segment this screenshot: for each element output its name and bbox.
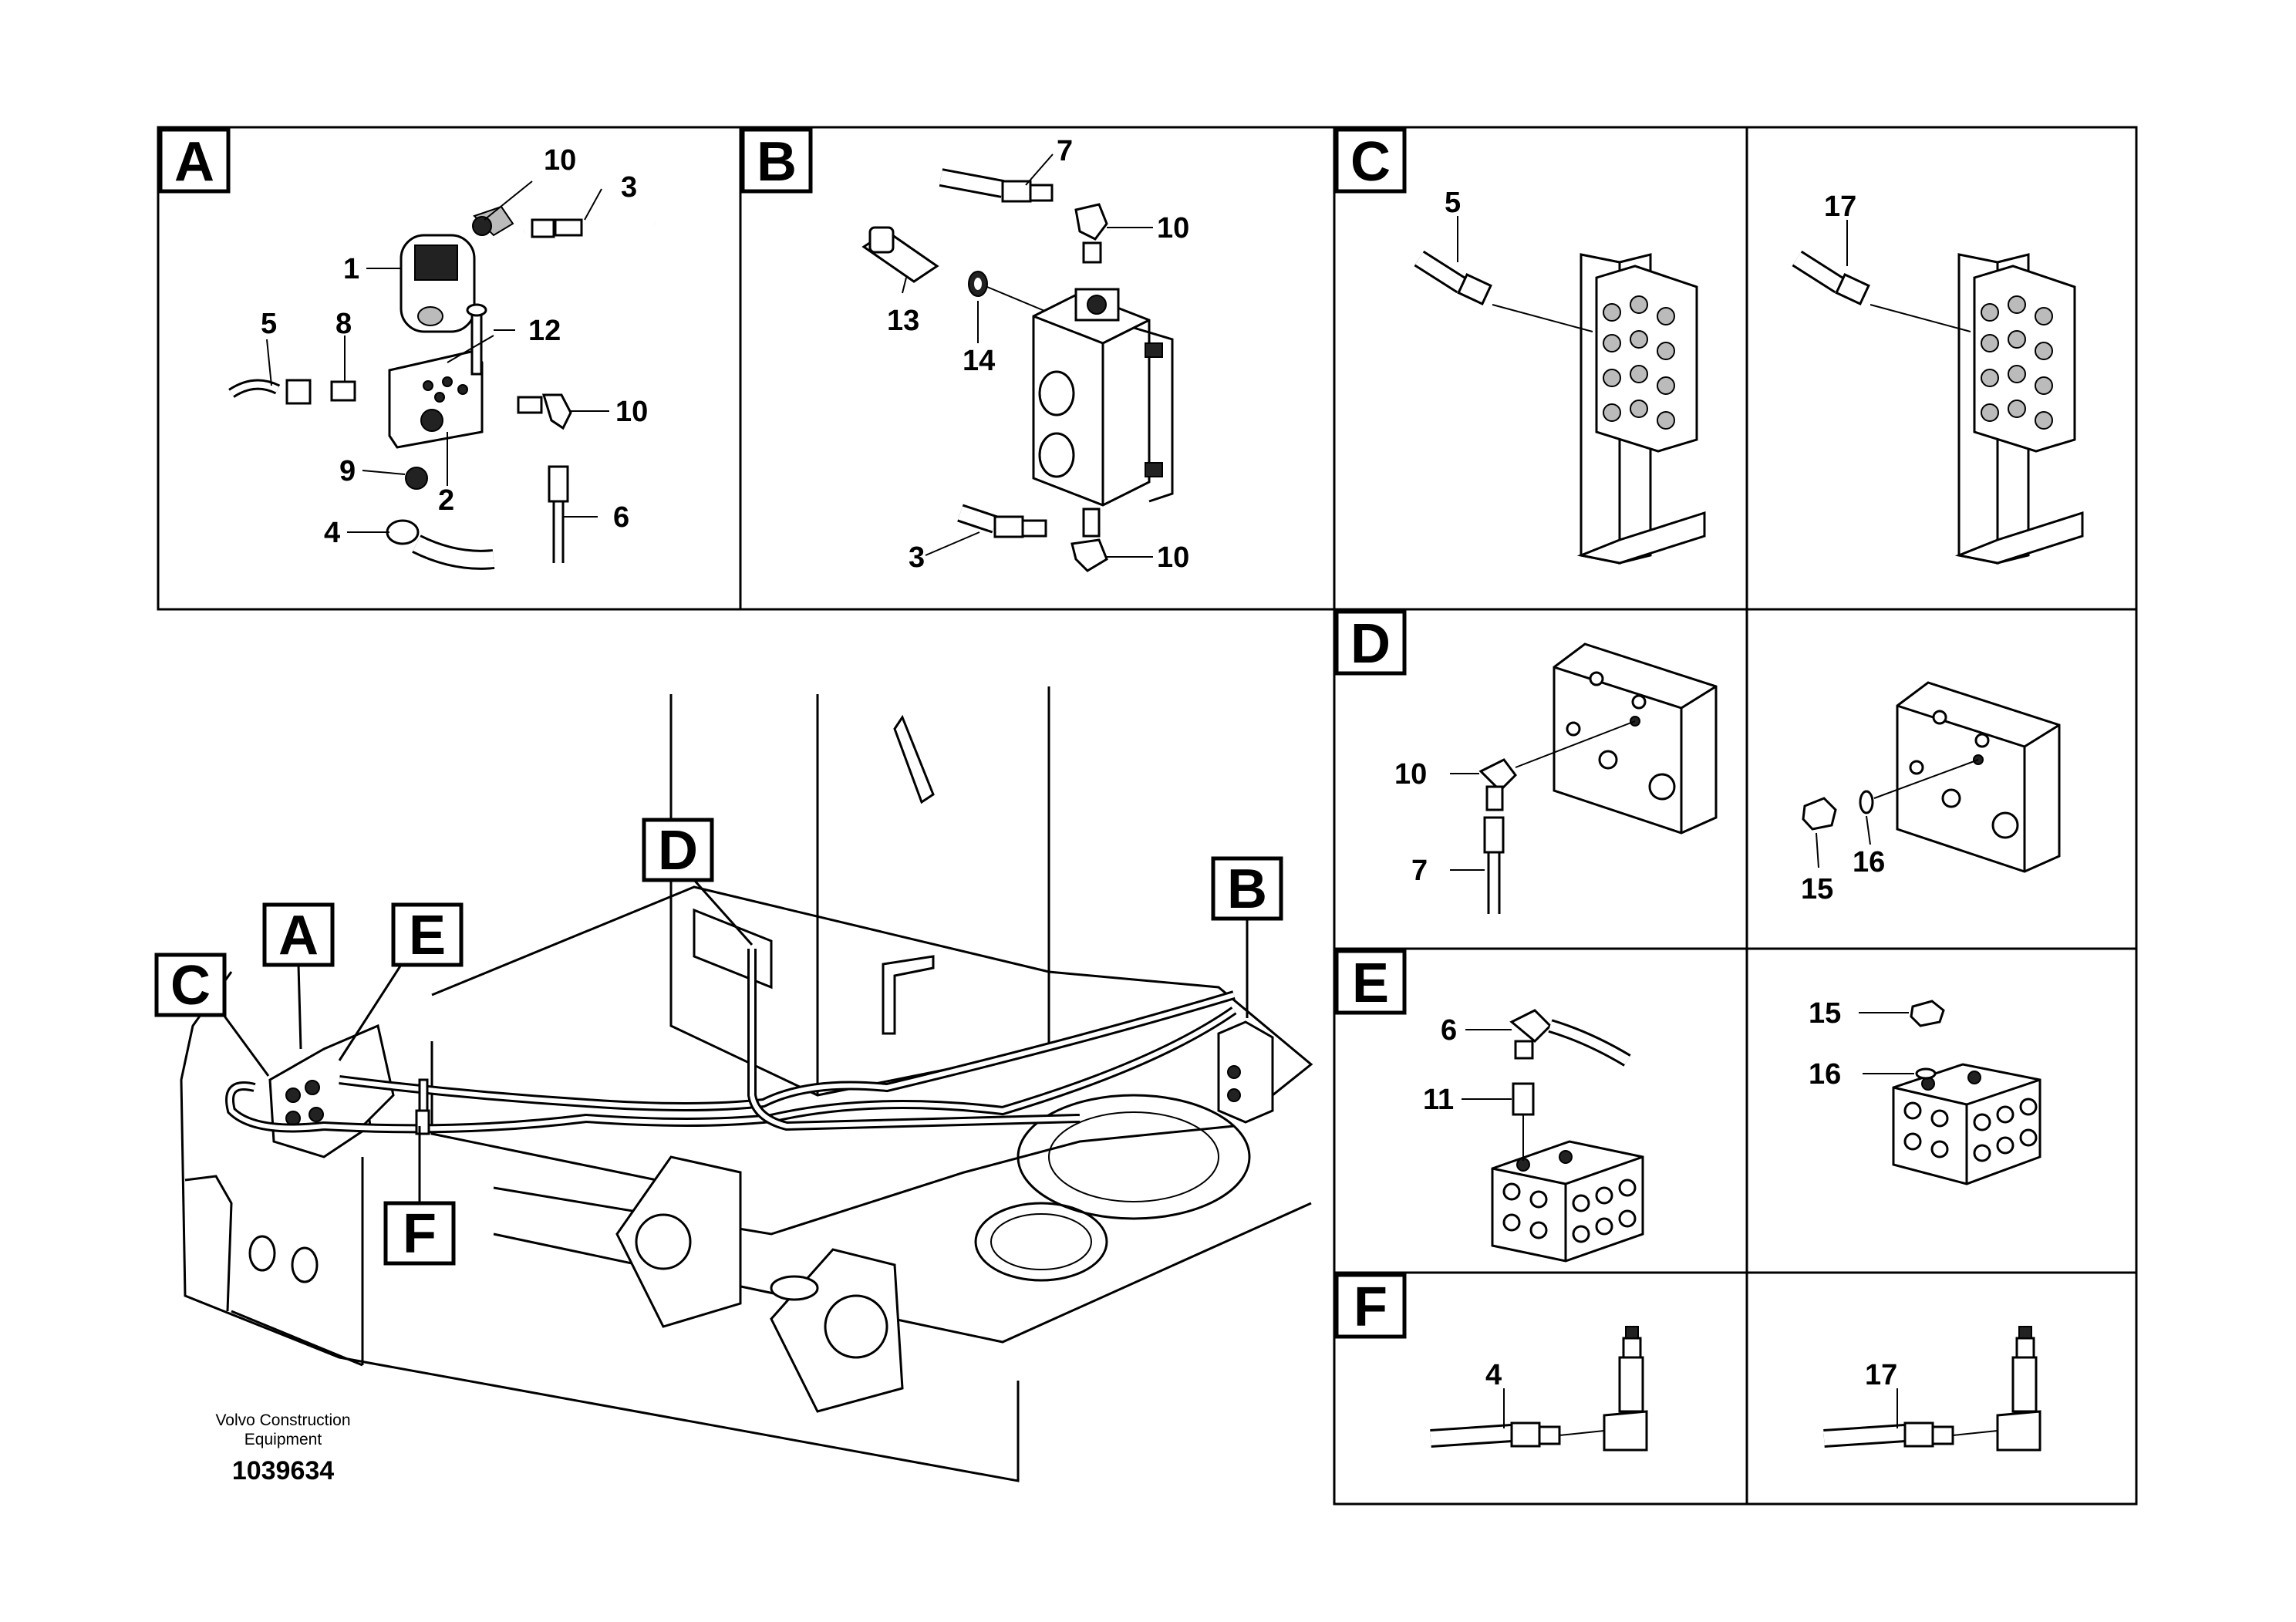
section-letter: E: [409, 905, 446, 966]
part-number-label: 15: [1809, 997, 1841, 1030]
part-number-label: 14: [963, 345, 995, 377]
part-number-label: 6: [613, 501, 629, 534]
part-number-label: 4: [1485, 1359, 1502, 1391]
bracket-manifold-c2: 17: [1792, 191, 2084, 565]
part-number-label: 3: [621, 171, 637, 204]
section-letter: C: [1350, 131, 1391, 193]
part-number-label: 16: [1853, 846, 1885, 878]
panel-c-drawing: 5 17: [1414, 187, 2084, 565]
panel-a-drawing: 10 3 1 12 5 8 10 9 2 6 4: [228, 144, 656, 570]
panel-b-letter: B: [740, 127, 813, 194]
part-number-label: 16: [1809, 1058, 1841, 1091]
part-number-label: 5: [1445, 187, 1461, 219]
section-letter: D: [1350, 613, 1391, 675]
brand-line-2: Equipment: [244, 1431, 322, 1448]
section-letter: F: [1354, 1276, 1387, 1338]
part-number-label: 3: [909, 541, 925, 574]
section-letter: E: [1352, 953, 1389, 1014]
panel-d-drawing: 10 7 15 16: [1394, 642, 2061, 914]
part-number-label: 11: [1423, 1084, 1454, 1116]
part-number-label: 13: [887, 305, 919, 337]
panel-f-letter: F: [1334, 1273, 1407, 1339]
callout-a: A: [262, 902, 335, 1050]
callout-d: D: [642, 818, 754, 946]
bracket-manifold-c1: 5: [1414, 187, 1706, 565]
callout-e: E: [338, 902, 464, 1061]
block-e1: 6 11: [1423, 1009, 1644, 1263]
part-number-label: 10: [1157, 212, 1189, 244]
panel-b-drawing: 7 10 13 14 3 10: [861, 135, 1189, 574]
part-number-label: 10: [615, 396, 648, 428]
panel-f-drawing: 4 17: [1430, 1326, 2041, 1452]
document-number: 1039634: [232, 1456, 334, 1485]
section-letter: B: [1227, 858, 1267, 920]
section-letter: B: [757, 131, 797, 193]
part-number-label: 17: [1824, 191, 1856, 223]
part-number-label: 9: [339, 455, 356, 487]
part-number-label: 7: [1057, 135, 1073, 167]
panel-a-letter: A: [158, 127, 231, 194]
right-grid-frame: [1333, 126, 2138, 1506]
part-number-label: 8: [335, 308, 352, 340]
footer-brand: Volvo Construction Equipment 1039634: [215, 1411, 350, 1485]
section-letter: C: [170, 955, 211, 1017]
part-number-label: 1: [343, 253, 359, 285]
section-letter: A: [174, 131, 214, 193]
part-number-label: 10: [1157, 541, 1189, 574]
panel-e-drawing: 6 11 15 16: [1423, 997, 2041, 1263]
callout-b: B: [1211, 856, 1283, 1018]
panel-frames: [157, 126, 2138, 1506]
overview-drawing: [180, 686, 1313, 1482]
section-letter: F: [403, 1203, 437, 1265]
part-number-label: 2: [438, 484, 454, 517]
part-number-label: 10: [1394, 758, 1427, 791]
callout-f: F: [383, 1126, 456, 1266]
part-number-label: 12: [528, 315, 561, 347]
brand-line-1: Volvo Construction: [215, 1411, 350, 1429]
testpoint-f2: 17: [1823, 1326, 2041, 1452]
panel-c-letter: C: [1334, 127, 1407, 194]
part-number-label: 6: [1441, 1014, 1457, 1047]
plate-d1: 10 7: [1394, 642, 1718, 914]
panel-d-letter: D: [1334, 609, 1407, 676]
part-number-label: 17: [1865, 1359, 1897, 1391]
panel-e-letter: E: [1334, 949, 1407, 1015]
part-number-label: 4: [324, 517, 340, 549]
part-number-label: 7: [1411, 855, 1428, 887]
testpoint-f1: 4: [1430, 1326, 1648, 1452]
part-number-label: 5: [261, 308, 277, 340]
section-letter: D: [658, 820, 698, 882]
part-number-label: 15: [1801, 873, 1833, 905]
section-letter: A: [278, 905, 319, 966]
part-number-label: 10: [544, 144, 576, 177]
plate-d2: 15 16: [1801, 681, 2061, 905]
callout-c: C: [154, 953, 270, 1077]
block-e2: 15 16: [1809, 997, 2041, 1185]
